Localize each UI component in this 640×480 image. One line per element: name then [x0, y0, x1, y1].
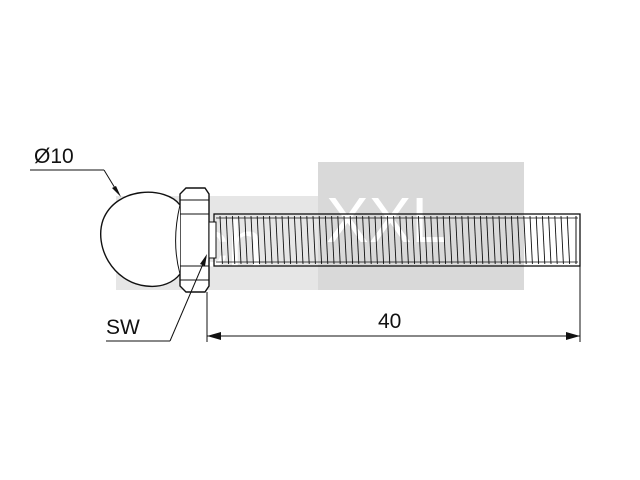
- wrench-leader-arrowhead: [200, 254, 207, 266]
- thread-crest: [269, 215, 273, 265]
- thread-crest: [293, 215, 298, 265]
- thread-pattern: [219, 215, 571, 265]
- thread-crest: [554, 215, 558, 265]
- thread-crest: [318, 215, 323, 265]
- thread-crest: [461, 215, 465, 265]
- thread-crest: [306, 215, 310, 265]
- thread-crest: [386, 215, 391, 265]
- thread-crest: [448, 215, 453, 265]
- thread-crest: [374, 215, 378, 265]
- diameter-callout: Ø10: [30, 145, 121, 197]
- dimension-arrow-left: [207, 332, 221, 340]
- thread-crest: [244, 215, 248, 265]
- threaded-shank: [213, 213, 581, 267]
- diameter-leader-arrowhead: [112, 186, 121, 197]
- wrench-leader-diagonal: [169, 256, 207, 342]
- length-label: 40: [378, 310, 401, 333]
- wrench-size-callout: SW: [106, 254, 207, 342]
- thread-crest: [548, 215, 552, 265]
- thread-crest: [430, 215, 434, 265]
- thread-crest: [262, 215, 267, 265]
- thread-crest: [541, 215, 546, 265]
- thread-crest: [380, 215, 385, 265]
- thread-crest: [337, 215, 341, 265]
- thread-crest: [281, 215, 285, 265]
- thread-crest: [231, 215, 236, 265]
- thread-crest: [436, 215, 440, 265]
- watermark-right-text: XXL: [326, 184, 447, 256]
- thread-crest: [417, 215, 422, 265]
- thread-crest: [343, 215, 347, 265]
- thread-crest: [523, 215, 527, 265]
- thread-crest: [405, 215, 409, 265]
- diameter-label: Ø10: [34, 145, 74, 168]
- thread-crest: [424, 215, 428, 265]
- thread-crest: [238, 215, 242, 265]
- thread-crest: [287, 215, 292, 265]
- thread-crest: [486, 215, 490, 265]
- thread-crest: [368, 215, 372, 265]
- thread-crest: [467, 215, 471, 265]
- watermark: Tech XXL: [116, 162, 524, 290]
- thread-crest: [473, 215, 478, 265]
- thread-crest: [349, 215, 354, 265]
- thread-crest: [219, 215, 223, 265]
- thread-crest: [355, 215, 360, 265]
- thread-crest: [479, 215, 484, 265]
- hex-collar-outline: [179, 187, 210, 293]
- thread-crest: [560, 215, 564, 265]
- ball-head-outline: [100, 191, 181, 288]
- collar-neck: [208, 221, 217, 259]
- thread-crest: [510, 215, 515, 265]
- thread-crest: [411, 215, 416, 265]
- thread-crest: [331, 215, 335, 265]
- watermark-right-panel: [318, 162, 524, 290]
- thread-crest: [399, 215, 403, 265]
- wrench-size-label: SW: [106, 316, 140, 339]
- thread-crest: [517, 215, 521, 265]
- thread-crest: [300, 215, 304, 265]
- thread-crest: [225, 215, 230, 265]
- ball-head: [100, 191, 181, 288]
- thread-crest: [250, 215, 254, 265]
- thread-crest: [455, 215, 459, 265]
- thread-crest: [566, 215, 571, 265]
- thread-crest: [529, 215, 533, 265]
- thread-crest: [498, 215, 502, 265]
- thread-crest: [442, 215, 447, 265]
- thread-crest: [256, 215, 261, 265]
- thread-crest: [492, 215, 496, 265]
- thread-crest: [275, 215, 279, 265]
- thread-crest: [393, 215, 397, 265]
- thread-crest: [324, 215, 329, 265]
- length-dimension: 40: [206, 266, 581, 342]
- dimension-arrow-right: [566, 332, 580, 340]
- thread-crest: [312, 215, 316, 265]
- thread-crest: [535, 215, 540, 265]
- thread-crest: [504, 215, 509, 265]
- thread-crest: [362, 215, 366, 265]
